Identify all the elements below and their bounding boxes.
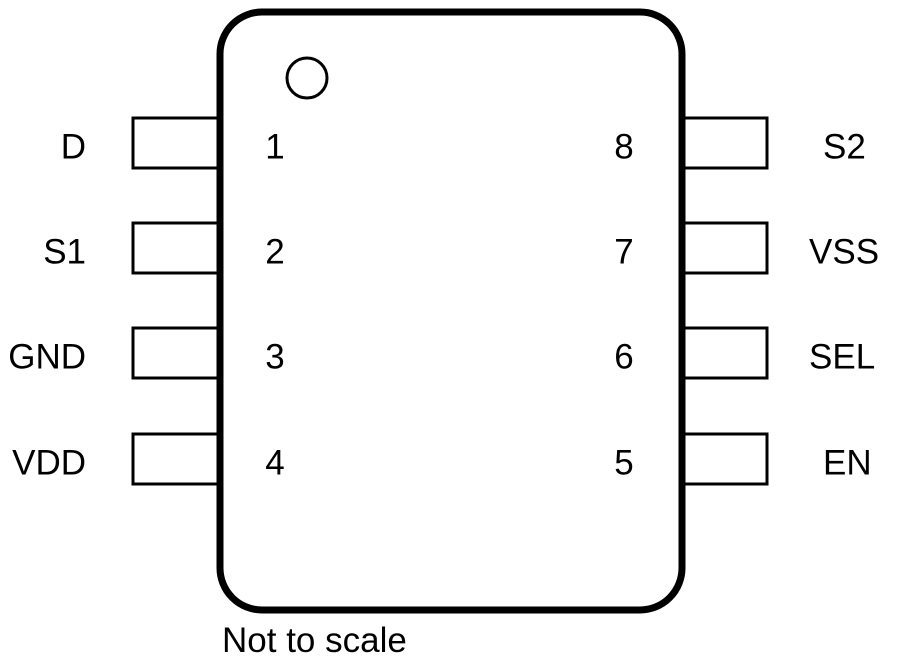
pin-lead-1 xyxy=(131,116,220,170)
pin-number-8: 8 xyxy=(614,127,633,166)
pin-number-5: 5 xyxy=(614,443,633,482)
pin-number-1: 1 xyxy=(265,127,284,166)
pin-number-7: 7 xyxy=(614,232,633,271)
pin-name-2: S1 xyxy=(43,232,86,271)
pin-name-8: S2 xyxy=(823,127,866,166)
pin-number-2: 2 xyxy=(265,232,284,271)
left-pin-leads xyxy=(131,116,220,486)
pin1-marker-icon xyxy=(285,56,329,100)
pin-lead-3 xyxy=(131,326,220,380)
pin-lead-2 xyxy=(131,221,220,275)
pin-name-4: VDD xyxy=(12,443,86,482)
pin-lead-5 xyxy=(682,432,769,486)
pin-name-7: VSS xyxy=(809,232,879,271)
right-pin-leads xyxy=(682,116,769,486)
scale-caption: Not to scale xyxy=(222,621,407,660)
pin-number-3: 3 xyxy=(265,337,284,376)
pin-lead-4 xyxy=(131,432,220,486)
chip-body xyxy=(216,8,686,614)
pin-name-1: D xyxy=(61,127,86,166)
pin-name-3: GND xyxy=(8,337,86,376)
pin-name-5: EN xyxy=(823,443,872,482)
pin-lead-6 xyxy=(682,326,769,380)
pin-number-6: 6 xyxy=(614,337,633,376)
pin-lead-8 xyxy=(682,116,769,170)
pin-lead-7 xyxy=(682,221,769,275)
pin-number-4: 4 xyxy=(265,443,284,482)
pin-name-6: SEL xyxy=(809,337,875,376)
